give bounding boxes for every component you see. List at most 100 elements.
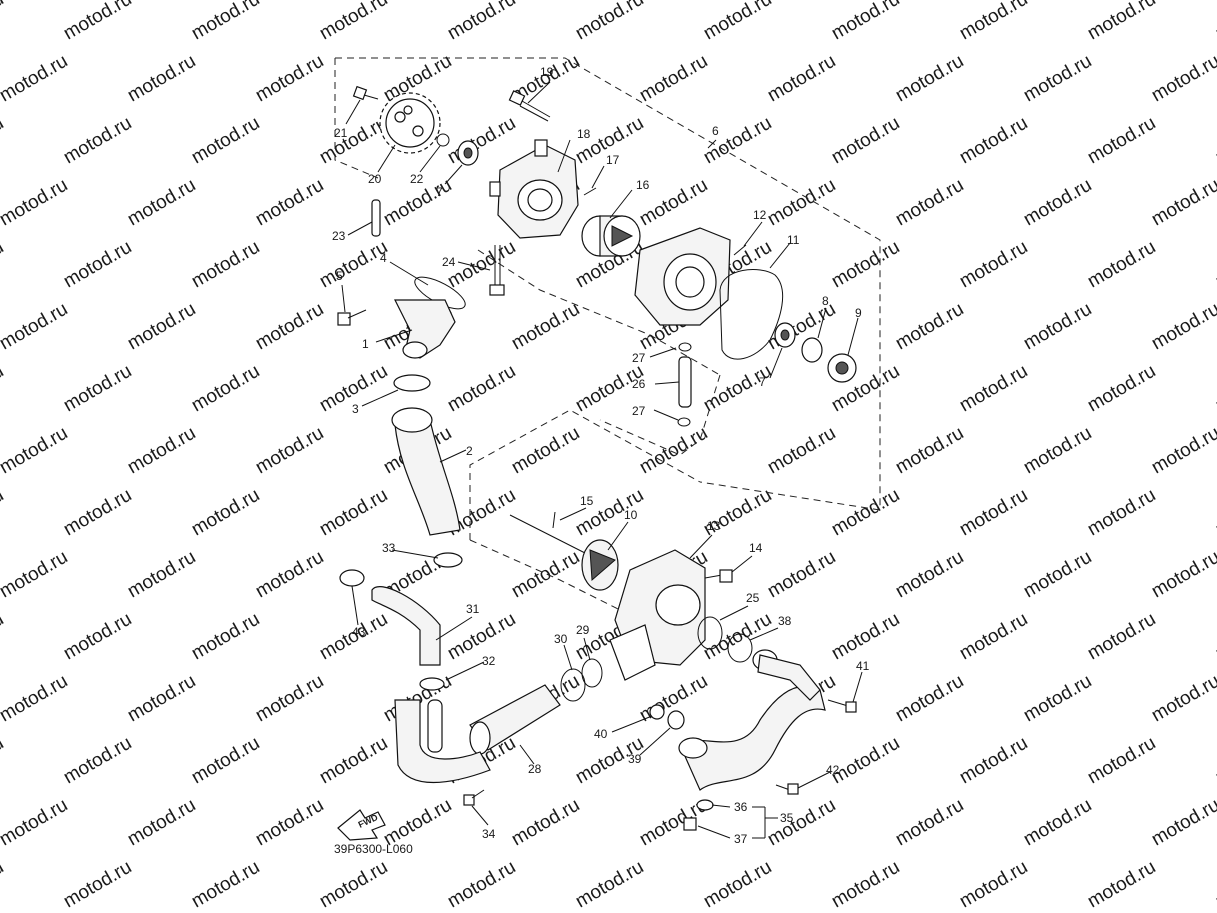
callout-18: 18: [577, 127, 591, 141]
bolt-37: [683, 817, 697, 831]
watermark-text: motod.ru: [1084, 0, 1159, 44]
clamp-43: [339, 569, 365, 587]
watermark-text: motod.ru: [0, 733, 7, 789]
callout-20: 20: [368, 172, 382, 186]
watermark-text: motod.ru: [0, 299, 71, 355]
watermark-text: motod.ru: [252, 299, 327, 355]
watermark-text: motod.ru: [0, 795, 71, 851]
watermark-text: motod.ru: [892, 51, 967, 107]
washer-36: [696, 799, 714, 811]
watermark-text: motod.ru: [0, 423, 71, 479]
callout-26: 26: [632, 377, 646, 391]
fitting-1: [394, 299, 456, 359]
watermark-text: motod.ru: [892, 299, 967, 355]
watermark-text: motod.ru: [828, 237, 903, 293]
watermark-text: motod.ru: [1148, 547, 1217, 603]
callout-9: 9: [855, 306, 862, 320]
watermark-text: motod.ru: [892, 795, 967, 851]
watermark-text: motod.ru: [1020, 175, 1095, 231]
callout-5: 5: [336, 269, 343, 283]
shaft-impeller-10: [509, 514, 619, 591]
pump-cover: [634, 227, 731, 326]
o-ring-30: [560, 668, 586, 702]
callout-25: 25: [746, 591, 760, 605]
watermark-text: motod.ru: [252, 547, 327, 603]
watermark-text: motod.ru: [956, 857, 1031, 913]
bolt-5: [337, 309, 367, 326]
bolt-41: [827, 699, 857, 713]
watermark-text: motod.ru: [1020, 795, 1095, 851]
watermark-text: motod.ru: [252, 671, 327, 727]
watermark-text: motod.ru: [956, 361, 1031, 417]
pipe-26: [678, 356, 692, 408]
watermark-text: motod.ru: [892, 175, 967, 231]
watermark-text: motod.ru: [252, 423, 327, 479]
watermark-text: motod.ru: [124, 51, 199, 107]
watermark-text: motod.ru: [60, 113, 135, 169]
pin-17: [583, 187, 597, 196]
callout-14: 14: [749, 541, 763, 555]
callout-1: 1: [362, 337, 369, 351]
hose-31: [371, 586, 441, 666]
callout-22: 22: [410, 172, 424, 186]
callout-8: 8: [822, 294, 829, 308]
watermark-text: motod.ru: [0, 547, 71, 603]
watermark-text: motod.ru: [764, 51, 839, 107]
callout-37: 37: [734, 832, 748, 846]
watermark-text: motod.ru: [1020, 51, 1095, 107]
watermark-text: motod.ru: [60, 733, 135, 789]
watermark-text: motod.ru: [508, 795, 583, 851]
watermark-text: motod.ru: [1212, 113, 1217, 169]
watermark-text: motod.ru: [508, 547, 583, 603]
assembly-boundaries: [334, 57, 881, 621]
callout-30: 30: [554, 632, 568, 646]
o-ring-27-top: [678, 342, 692, 352]
watermark-text: motod.ru: [0, 857, 7, 913]
diagram-code: 39P6300-L060: [334, 842, 413, 856]
bearing-7-top: [457, 140, 479, 166]
callout-33: 33: [382, 541, 396, 555]
watermark-text: motod.ru: [636, 51, 711, 107]
watermark-text: motod.ru: [0, 361, 7, 417]
pump-body-13: [609, 549, 706, 681]
watermark-text: motod.ru: [0, 0, 7, 44]
bolt-42: [775, 783, 799, 795]
watermark-text: motod.ru: [828, 0, 903, 44]
rotor-16: [581, 215, 641, 257]
watermark-text: motod.ru: [956, 237, 1031, 293]
watermark-text: motod.ru: [188, 0, 263, 44]
watermark-text: motod.ru: [124, 547, 199, 603]
watermark-text: motod.ru: [892, 423, 967, 479]
bearing-7-right: [774, 322, 796, 348]
watermark-text: motod.ru: [1020, 671, 1095, 727]
callout-7-right: 7: [759, 375, 766, 389]
watermark-text: motod.ru: [956, 113, 1031, 169]
watermark-text: motod.ru: [1084, 733, 1159, 789]
watermark-text: motod.ru: [1212, 733, 1217, 789]
watermark-text: motod.ru: [508, 299, 583, 355]
watermark-text: motod.ru: [188, 113, 263, 169]
watermark-text: motod.ru: [700, 113, 775, 169]
watermark-text: motod.ru: [60, 0, 135, 44]
watermark-text: motod.ru: [60, 485, 135, 541]
bolt-34: [463, 789, 485, 806]
gasket-11: [719, 269, 784, 360]
bolt-14: [704, 569, 733, 583]
watermark-text: motod.ru: [1084, 361, 1159, 417]
watermark-text: motod.ru: [956, 0, 1031, 44]
watermark-text: motod.ru: [252, 175, 327, 231]
watermark-text: motod.ru: [1148, 299, 1217, 355]
watermark-text: motod.ru: [1084, 237, 1159, 293]
watermark-text: motod.ru: [828, 485, 903, 541]
callout-12: 12: [753, 208, 767, 222]
callout-4: 4: [380, 251, 387, 265]
watermark-text: motod.ru: [1148, 795, 1217, 851]
callout-40: 40: [594, 727, 608, 741]
watermark-text: motod.ru: [124, 175, 199, 231]
watermark-text: motod.ru: [444, 113, 519, 169]
watermark-text: motod.ru: [316, 733, 391, 789]
washer-39: [667, 710, 685, 730]
pipe-31-branch: [427, 699, 443, 753]
watermark-text: motod.ru: [0, 671, 71, 727]
